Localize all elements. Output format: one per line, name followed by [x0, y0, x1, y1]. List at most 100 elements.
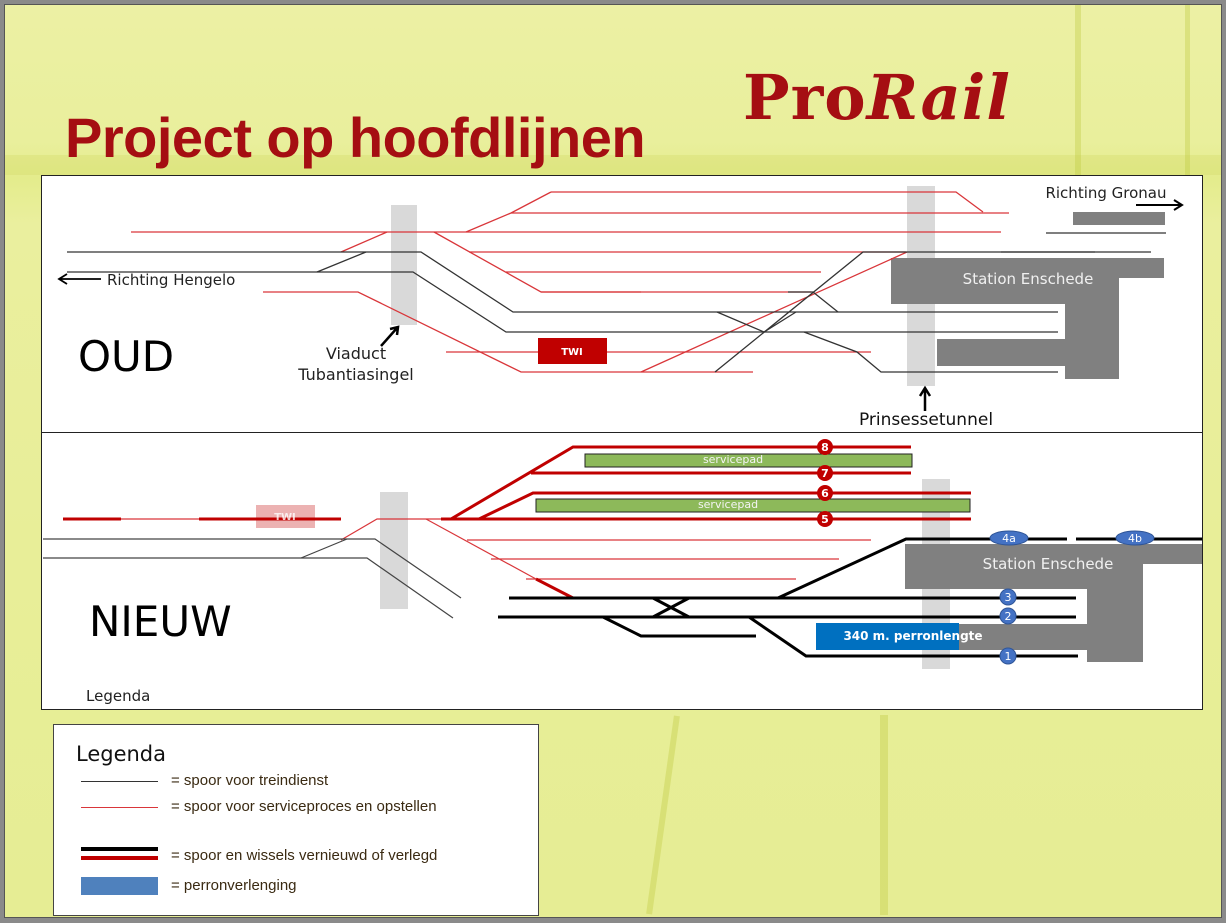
- station-label: Station Enschede: [983, 555, 1114, 573]
- crossover: [652, 596, 690, 619]
- background-pole: [1185, 5, 1190, 175]
- twi-box-removed: [256, 505, 315, 528]
- oud-track-diagram: Station Enschede TWI Richting Hengelo Ri…: [57, 184, 1184, 430]
- black-track: [67, 251, 1058, 313]
- red-tracks-thick: [63, 445, 971, 600]
- thick-black-line-icon: [81, 847, 158, 851]
- badge-3: [999, 588, 1017, 606]
- blue-track-badges: 4a 4b 3 2 1: [989, 530, 1155, 665]
- black-track: [788, 291, 839, 313]
- legend-label: = spoor en wissels vernieuwd of verlegd: [171, 847, 438, 864]
- badge-2-label: 2: [1005, 610, 1012, 623]
- logo-part-pro: Pro: [743, 61, 867, 134]
- legend-label: = spoor voor treindienst: [171, 772, 329, 789]
- black-tracks: [67, 232, 1166, 373]
- thick-red-line-icon: [81, 856, 158, 860]
- black-track: [716, 311, 797, 333]
- logo-part-rail: Rail: [866, 61, 1011, 134]
- station-building: [891, 258, 1164, 379]
- nieuw-diagram-panel: Station Enschede 340 m. perronlengte ser…: [41, 432, 1203, 710]
- viaduct-arrow-icon: [380, 325, 400, 347]
- black-track: [43, 538, 462, 599]
- red-track-8: [450, 445, 911, 521]
- black-tracks-thick: [498, 537, 1202, 658]
- servicepad-upper: [584, 453, 913, 468]
- black-track: [803, 331, 1058, 373]
- station-building: [905, 544, 1202, 662]
- prorail-logo: ProRail: [743, 61, 1011, 134]
- red-track: [340, 231, 388, 253]
- platform-extension: [816, 623, 959, 650]
- red-track: [510, 191, 552, 214]
- red-track: [433, 231, 641, 293]
- viaduct-label-2: Tubantiasingel: [297, 365, 413, 384]
- arrow-left-icon: [57, 273, 101, 285]
- badge-1-label: 1: [1005, 650, 1012, 663]
- station-platform-top: [1073, 212, 1165, 225]
- tunnel-arrow-icon: [918, 385, 932, 411]
- station-label: Station Enschede: [963, 270, 1094, 288]
- viaduct-label-1: Viaduct: [326, 344, 386, 363]
- red-tracks: [131, 191, 1009, 373]
- badge-3-label: 3: [1005, 591, 1012, 604]
- tunnel-label: Prinsessetunnel: [859, 410, 993, 430]
- slide-title: Project op hoofdlijnen: [65, 106, 646, 169]
- badge-8-label: 8: [821, 441, 829, 454]
- badge-7-label: 7: [821, 467, 829, 480]
- twi-label: TWI: [274, 512, 296, 523]
- badge-5: [817, 511, 833, 527]
- red-track: [340, 518, 441, 541]
- legend-box: Legenda = spoor voor treindienst = spoor…: [53, 724, 539, 916]
- viaduct-bridge: [391, 205, 417, 325]
- red-track-badges: 8 7 6 5: [817, 439, 833, 527]
- background-stripe: [5, 155, 1221, 175]
- badge-4a: [989, 530, 1029, 546]
- badge-6-label: 6: [821, 487, 829, 500]
- thin-red-line-icon: [81, 807, 158, 808]
- red-track: [425, 518, 537, 580]
- badge-1: [999, 647, 1017, 665]
- background-pole: [646, 715, 680, 915]
- badge-4b: [1115, 530, 1155, 546]
- servicepad-lower: [535, 498, 971, 513]
- servicepad-label-upper: servicepad: [703, 453, 763, 466]
- legend-label: = spoor voor serviceproces en opstellen: [171, 798, 437, 815]
- nieuw-label: NIEUW: [89, 597, 232, 646]
- legend-label: = perronverlenging: [171, 877, 297, 894]
- arrow-right-icon: [1136, 199, 1184, 211]
- track-1: [748, 615, 1078, 658]
- badge-8: [817, 439, 833, 455]
- twi-box: [538, 338, 607, 364]
- oud-label: OUD: [78, 332, 174, 381]
- badge-4a-label: 4a: [1002, 532, 1016, 545]
- nieuw-legend-caption: Legenda: [86, 687, 150, 705]
- direction-gronau: Richting Gronau: [1045, 184, 1166, 202]
- badge-6: [817, 485, 833, 501]
- red-track: [465, 212, 512, 233]
- servicepad-label-lower: servicepad: [698, 498, 758, 511]
- direction-hengelo: Richting Hengelo: [107, 271, 235, 289]
- viaduct-bridge: [380, 492, 408, 609]
- black-track: [43, 557, 454, 619]
- red-track: [551, 191, 984, 213]
- oud-diagram-panel: Station Enschede TWI Richting Hengelo Ri…: [41, 175, 1203, 433]
- badge-2: [999, 607, 1017, 625]
- background-pole: [880, 715, 888, 915]
- black-tracks-thin: [43, 538, 462, 619]
- platform-extension-label: 340 m. perronlengte: [843, 629, 982, 643]
- legend-title: Legenda: [76, 742, 167, 766]
- badge-5-label: 5: [821, 513, 829, 526]
- red-track: [535, 577, 574, 600]
- background-pole: [1075, 5, 1081, 175]
- black-track: [316, 251, 367, 273]
- red-tracks-thin: [121, 518, 871, 580]
- nieuw-track-diagram: Station Enschede 340 m. perronlengte ser…: [43, 439, 1202, 705]
- twi-label: TWI: [561, 347, 583, 358]
- black-track: [300, 538, 348, 559]
- blue-rect-icon: [81, 877, 158, 895]
- thin-black-line-icon: [81, 781, 158, 782]
- black-track: [67, 271, 1058, 333]
- red-track: [263, 291, 753, 373]
- black-track: [602, 615, 756, 638]
- badge-4b-label: 4b: [1128, 532, 1142, 545]
